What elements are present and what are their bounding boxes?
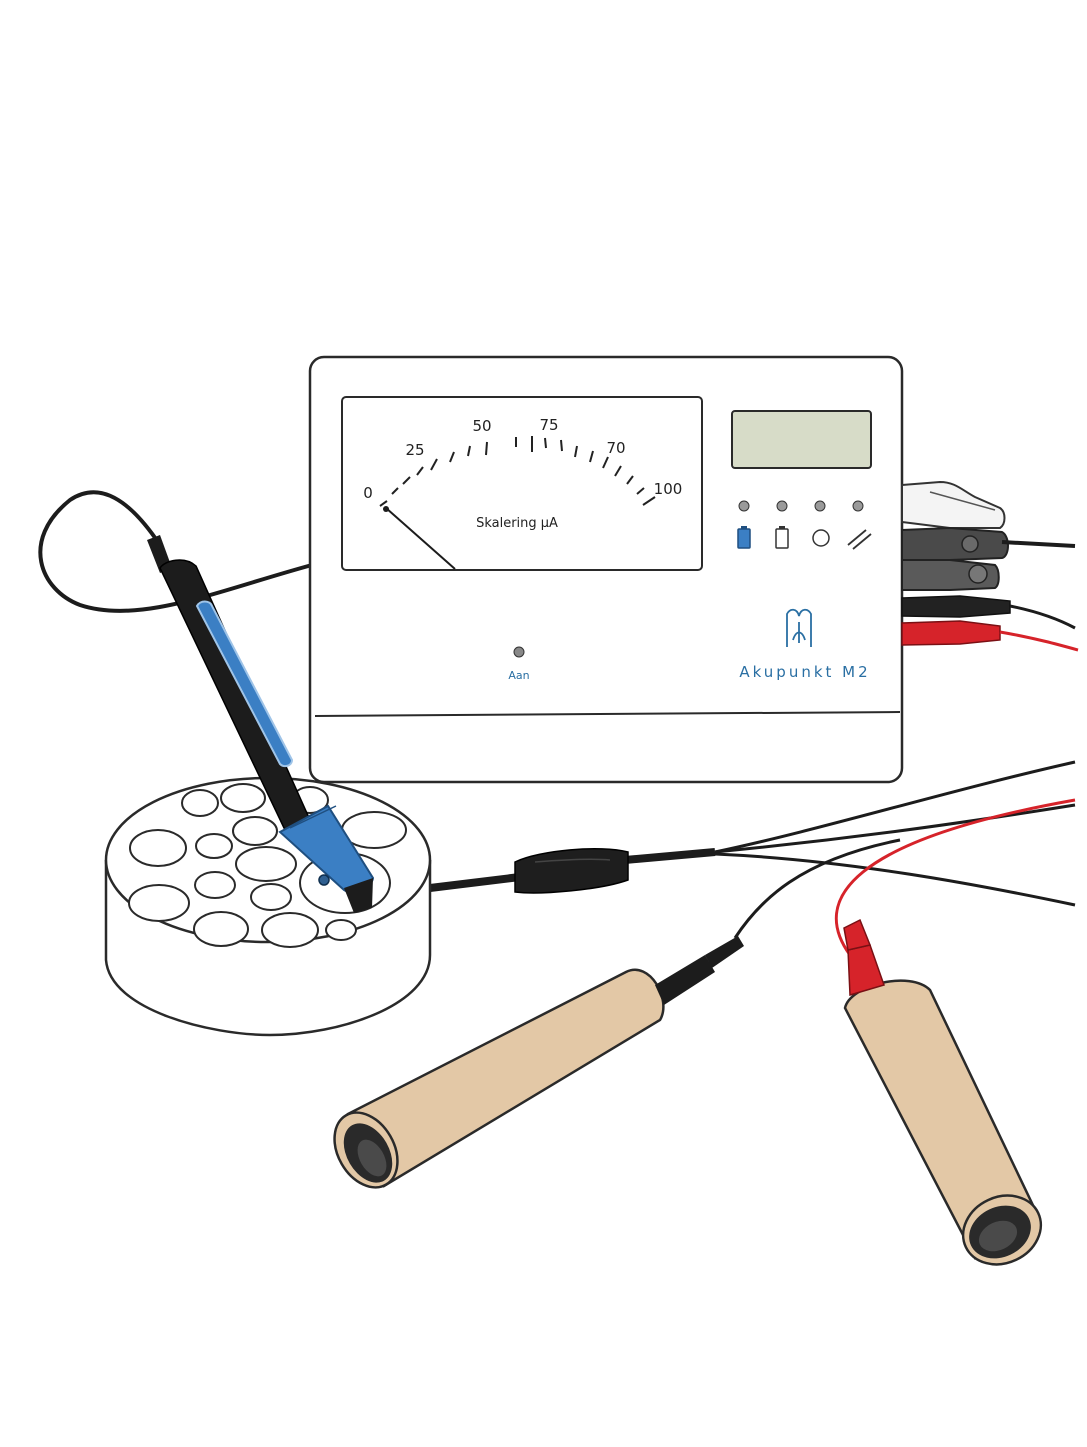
circle-icon [812,529,830,547]
meter-scale-label: Skalering µA [476,516,558,531]
electrode-holder [104,776,432,1037]
pen-probe [147,535,375,913]
brand-logo [786,608,812,647]
battery-full-icon [737,528,751,549]
meter-needle [385,507,456,570]
brand-name: Akupunkt M2 [739,663,870,681]
meter-tick-label-70: 70 [606,439,625,457]
hand-electrode-left [333,936,744,1189]
meter-tick-label-100: 100 [654,480,683,498]
meter-tick-label-50: 50 [472,417,491,435]
analog-meter: 0 25 50 75 70 100 Skalering µA [341,396,703,571]
lcd-display [731,410,872,469]
meter-tick-label-75: 75 [539,416,558,434]
electrode-cables [429,760,1076,956]
power-label: Aan [508,669,529,682]
meter-tick-label-25: 25 [405,441,424,459]
indicator-leds [738,500,864,512]
measurement-device: 0 25 50 75 70 100 Skalering µA [308,355,904,784]
cable-splitter [514,848,629,894]
double-slash-icon [847,529,872,550]
battery-empty-icon [775,528,789,549]
meter-tick-marks [379,436,656,507]
hand-electrode-right [843,918,1043,1266]
meter-tick-label-0: 0 [363,484,373,502]
side-connectors [901,480,1079,652]
power-led [513,646,525,658]
